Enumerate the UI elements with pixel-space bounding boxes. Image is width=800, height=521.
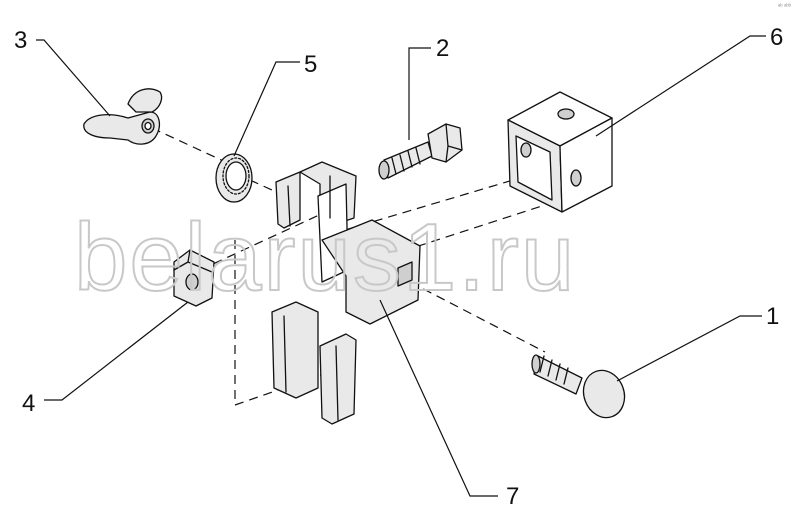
cube-block-part [507,91,613,213]
callout-number-4: 4 [22,390,35,417]
callout-number-3: 3 [14,27,27,54]
wing-nut-part [83,88,163,145]
cage-nut-part [173,249,215,307]
callout-number-6: 6 [770,24,783,51]
screw-part [378,123,463,180]
lock-washer-part [215,153,253,203]
callout-number-5: 5 [304,51,317,78]
bracket-part [271,161,421,425]
axis-wingnut-washer [151,127,233,166]
callout-2: 2 [408,35,449,140]
callout-7: 7 [379,299,519,510]
callout-1: 1 [616,303,779,382]
corner-mark: ᵃᵇ ᵃᵇᵇ [778,3,792,10]
axis-block-top [344,174,531,231]
callout-6: 6 [595,24,783,137]
callout-3: 3 [14,27,111,117]
callout-number-1: 1 [766,303,779,330]
carriage-bolt-part [531,354,626,419]
axis-bracket-bolt [409,281,546,353]
callout-number-7: 7 [506,483,519,510]
watermark-text: belarus1.ru [74,204,576,311]
axis-nut [199,209,331,271]
callout-number-2: 2 [436,35,449,62]
callout-4: 4 [22,301,189,417]
callout-5: 5 [233,51,317,157]
